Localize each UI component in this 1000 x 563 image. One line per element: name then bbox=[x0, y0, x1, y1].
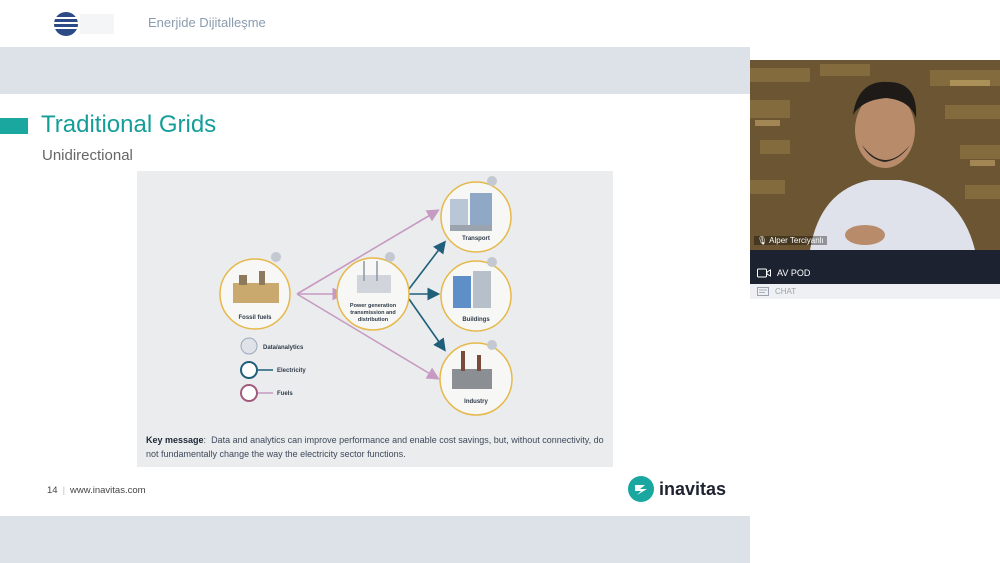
node-transport: Transport bbox=[440, 176, 512, 253]
title-accent-bar bbox=[0, 118, 28, 134]
node-fossil-fuels: Fossil fuels bbox=[219, 252, 291, 330]
webcam-video[interactable]: 🎙 Alper Terciyanlı bbox=[750, 60, 1000, 250]
electricity-icon bbox=[240, 361, 258, 379]
chat-header[interactable]: CHAT bbox=[750, 284, 1000, 299]
data-icon bbox=[487, 176, 497, 186]
grid-diagram: Fossil fuels Power generation transmissi… bbox=[137, 171, 613, 467]
node-buildings: Buildings bbox=[440, 257, 512, 332]
slide-footer: 14|www.inavitas.com bbox=[47, 485, 146, 496]
node-label-power-2: transmission and bbox=[350, 310, 396, 316]
fuel-arrow-transport bbox=[296, 209, 440, 295]
footer-url: www.inavitas.com bbox=[70, 485, 146, 496]
chat-label: CHAT bbox=[775, 287, 797, 296]
video-camera-icon bbox=[757, 268, 771, 278]
fuel-arrow-industry bbox=[296, 293, 440, 380]
slide-margin-top bbox=[0, 47, 750, 94]
presentation-slide: Traditional Grids Unidirectional bbox=[0, 94, 750, 516]
av-pod-label: AV POD bbox=[777, 268, 811, 278]
data-icon bbox=[385, 252, 395, 262]
node-label-power-3: distribution bbox=[358, 317, 389, 323]
data-analytics-icon bbox=[240, 337, 258, 355]
top-bar: Enerjide Dijitalleşme bbox=[0, 0, 1000, 47]
participant-name-tag: 🎙 Alper Terciyanlı bbox=[754, 236, 827, 245]
data-icon bbox=[271, 252, 281, 262]
node-label-power-1: Power generation bbox=[350, 303, 397, 309]
legend-fuels-label: Fuels bbox=[277, 391, 293, 397]
slide-subtitle: Unidirectional bbox=[42, 147, 133, 164]
data-icon bbox=[487, 340, 497, 350]
header-title: Enerjide Dijitalleşme bbox=[148, 15, 266, 30]
key-message: Key message: Data and analytics can impr… bbox=[146, 435, 604, 459]
meeting-side-panel: 🎙 Alper Terciyanlı AV POD CHAT bbox=[750, 47, 1000, 563]
key-message-text: Data and analytics can improve performan… bbox=[146, 435, 604, 459]
node-label-fossil: Fossil fuels bbox=[238, 315, 272, 321]
microphone-icon: 🎙 bbox=[757, 236, 768, 245]
legend-data-label: Data/analytics bbox=[263, 345, 304, 351]
inavitas-logo-icon bbox=[628, 476, 654, 502]
electricity-arrow-industry bbox=[408, 298, 446, 352]
node-label-industry: Industry bbox=[464, 399, 488, 405]
speaker-video-frame bbox=[750, 60, 1000, 250]
legend-electricity-label: Electricity bbox=[277, 368, 306, 374]
av-pod-header[interactable]: AV POD bbox=[750, 260, 1000, 286]
data-icon bbox=[487, 257, 497, 267]
key-message-label: Key message bbox=[146, 435, 204, 445]
chat-icon bbox=[757, 287, 769, 296]
page-number: 14 bbox=[47, 485, 58, 496]
node-power-generation: Power generation transmission and distri… bbox=[336, 252, 410, 331]
diagram-legend: Data/analytics Electricity Fuels bbox=[240, 337, 306, 402]
slide-title: Traditional Grids bbox=[41, 111, 217, 138]
fuels-icon bbox=[240, 384, 258, 402]
electricity-arrow-transport bbox=[408, 240, 446, 290]
brand-logo: inavitas bbox=[628, 476, 726, 502]
node-label-buildings: Buildings bbox=[462, 317, 490, 323]
node-industry: Industry bbox=[439, 340, 513, 416]
brand-name: inavitas bbox=[659, 478, 727, 499]
company-logo bbox=[50, 8, 114, 40]
node-label-transport: Transport bbox=[462, 236, 490, 242]
slide-margin-bottom bbox=[0, 516, 750, 563]
diagram-canvas: Fossil fuels Power generation transmissi… bbox=[219, 176, 513, 416]
participant-name: Alper Terciyanlı bbox=[769, 236, 824, 245]
